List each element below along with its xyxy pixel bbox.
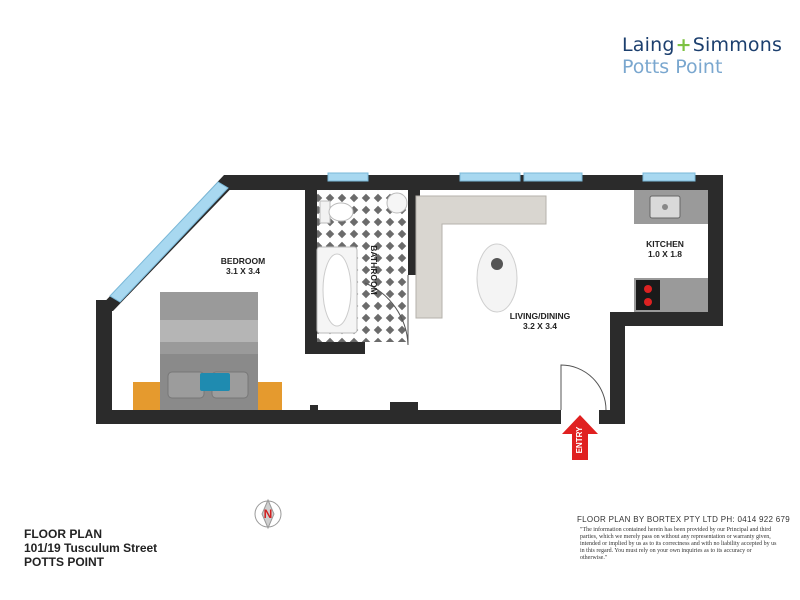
bathroom-door-swing	[364, 275, 409, 346]
bathroom-label: BATHROOM	[369, 245, 379, 294]
bathroom: BATHROOM	[316, 190, 409, 346]
entry-arrow-shape	[562, 415, 598, 460]
brand-office: Potts Point	[622, 56, 723, 78]
entry-label: ENTRY	[575, 426, 584, 453]
toilet-bowl	[328, 202, 354, 222]
brand-name-part1: Laing	[622, 34, 675, 56]
plan-suburb: POTTS POINT	[24, 555, 105, 569]
compass-needle	[261, 498, 275, 530]
plan-title: FLOOR PLAN	[24, 527, 102, 541]
pillow-left	[167, 371, 205, 399]
window-kitchen	[642, 172, 696, 182]
bedroom-label: BEDROOM	[221, 256, 265, 266]
windows	[109, 172, 696, 303]
wall-kitchen-bottom	[610, 312, 723, 326]
entry-door-swing	[560, 364, 607, 411]
brand-plus-mark: +	[675, 34, 692, 56]
bathtub-basin	[322, 253, 352, 327]
cushion-accent	[200, 373, 230, 391]
wall-bottom-bump	[390, 402, 418, 412]
window-diagonal	[109, 181, 229, 303]
wall-right-kitchen	[708, 175, 723, 325]
living-dining: LIVING/DINING 3.2 X 3.4	[415, 195, 607, 411]
kitchen-label: KITCHEN	[646, 239, 684, 249]
wall-bathroom-bottom	[305, 342, 365, 354]
disclaimer-text: "The information contained herein has be…	[580, 527, 777, 561]
wall-bottom-stub	[310, 405, 318, 412]
living-label: LIVING/DINING	[510, 311, 571, 321]
sofa	[415, 195, 547, 319]
window-living-2	[523, 172, 583, 182]
compass-north-letter: N	[264, 507, 273, 521]
plan-title-block: FLOOR PLAN 101/19 Tusculum Street POTTS …	[24, 527, 157, 569]
wall-top-bedroom	[224, 175, 324, 190]
living-size: 3.2 X 3.4	[523, 321, 557, 331]
coffee-table	[476, 243, 518, 313]
kitchen-size: 1.0 X 1.8	[648, 249, 682, 259]
floor-plan-credit: FLOOR PLAN BY BORTEX PTY LTD PH: 0414 92…	[577, 515, 790, 524]
basin	[386, 192, 408, 214]
window-living-1	[459, 172, 521, 182]
bedroom: BEDROOM 3.1 X 3.4	[133, 256, 282, 410]
brand-name-part2: Simmons	[692, 34, 783, 56]
wall-right-living	[610, 312, 625, 424]
wall-bathroom-left	[305, 190, 317, 353]
coffee-table-decor	[491, 258, 503, 270]
sink-drain	[662, 204, 668, 210]
window-bathroom	[327, 172, 369, 182]
cooktop-burner-1	[644, 285, 652, 293]
wall-bottom-left	[96, 410, 561, 424]
plan-address: 101/19 Tusculum Street	[24, 541, 158, 555]
wall-left	[96, 300, 112, 424]
cooktop-burner-2	[644, 298, 652, 306]
bedroom-size: 3.1 X 3.4	[226, 266, 260, 276]
brand-name: Laing+Simmons	[622, 34, 782, 56]
wall-bottom-right	[599, 410, 625, 424]
compass: N	[254, 498, 282, 530]
brand-logo: Laing+Simmons Potts Point	[622, 34, 782, 78]
bed-quilt-stripe	[160, 320, 258, 342]
kitchen: KITCHEN 1.0 X 1.8	[634, 190, 708, 312]
bedside-table-left	[133, 382, 165, 410]
entry-arrow: ENTRY	[562, 415, 598, 460]
